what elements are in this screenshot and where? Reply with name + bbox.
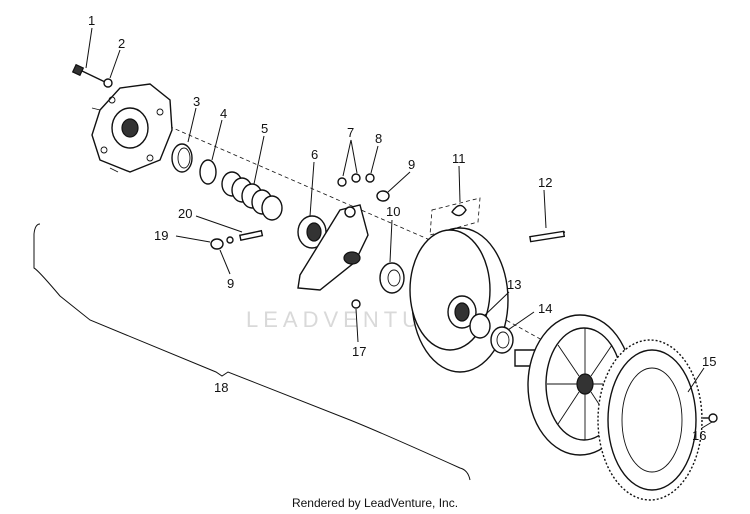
part-spring (221, 171, 283, 221)
part-bolt (71, 63, 106, 83)
part-spider-arm (297, 204, 369, 291)
part-nuts (337, 173, 375, 187)
part-thrust-washer (379, 262, 405, 294)
part-ring (171, 143, 193, 173)
part-cover-plate (91, 83, 173, 173)
callout-6: 6 (311, 147, 318, 162)
assembly-axis-line (149, 117, 431, 241)
part-moveable-sheave (409, 227, 509, 373)
callout-12: 12 (538, 175, 552, 190)
callout-2: 2 (118, 36, 125, 51)
callout-3: 3 (193, 94, 200, 109)
callout-10: 10 (386, 204, 400, 219)
group-bracket (33, 223, 471, 481)
footer-credit: Rendered by LeadVenture, Inc. (291, 496, 459, 510)
part-clip (429, 197, 481, 236)
part-sheave-bushing (469, 313, 491, 339)
part-plug-upper (376, 190, 390, 202)
part-bushing (297, 215, 327, 249)
callout-1: 1 (88, 13, 95, 28)
callout-11: 11 (452, 151, 466, 166)
callout-20: 20 (178, 206, 192, 221)
callout-9: 9 (408, 157, 415, 172)
callout-7: 7 (347, 125, 354, 140)
callout-16: 16 (692, 428, 706, 443)
callout-5: 5 (261, 121, 268, 136)
callout-13: 13 (507, 277, 521, 292)
callout-8: 8 (375, 131, 382, 146)
part-plug-lower (210, 236, 234, 250)
part-washer (103, 78, 113, 88)
part-seal (490, 326, 514, 354)
callout-19: 19 (154, 228, 168, 243)
callout-4: 4 (220, 106, 227, 121)
callout-17: 17 (352, 344, 366, 359)
callout-15: 15 (702, 354, 716, 369)
callout-18: 18 (214, 380, 228, 395)
callout-9-lower: 9 (227, 276, 234, 291)
callout-14: 14 (538, 301, 552, 316)
part-snap-ring (199, 159, 217, 185)
part-ring-gear (597, 339, 703, 501)
leader-lines (85, 27, 713, 429)
part-pin (529, 230, 566, 243)
part-screw (703, 413, 718, 423)
part-set-screw (351, 299, 361, 309)
part-roller-pin (238, 229, 264, 242)
